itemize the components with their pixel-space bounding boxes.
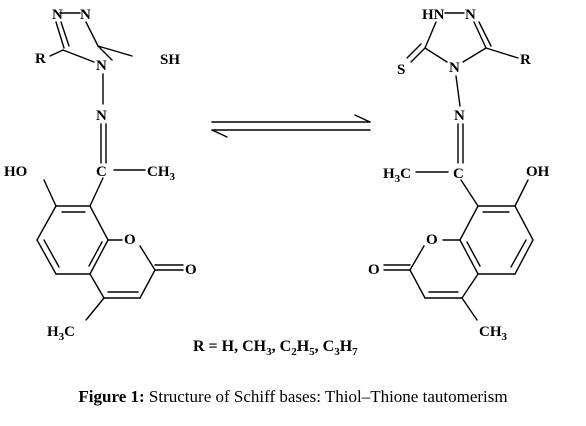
right-methyl-bond (461, 297, 478, 321)
right-atom-imine-n: N (454, 108, 465, 124)
left-methyl-bond (85, 297, 105, 321)
right-pyr-5 (461, 273, 479, 299)
left-benz-inner-3 (88, 241, 103, 267)
right-atom-oh: OH (526, 164, 550, 180)
right-thione-structure (383, 12, 534, 321)
left-atom-h3c: H3C (47, 324, 75, 343)
left-atom-sh: SH (160, 52, 180, 68)
right-atom-o-ring: O (426, 232, 438, 248)
right-atom-r: R (520, 52, 531, 68)
right-oh-bond (514, 179, 529, 207)
right-atom-c: C (453, 166, 464, 182)
right-c5-r-bond (485, 47, 519, 59)
left-c5-r-bond (49, 49, 64, 57)
caption-label: Figure 1: (78, 387, 145, 406)
left-atom-ch3: CH3 (147, 164, 176, 183)
right-c3-s-1 (410, 47, 426, 63)
right-benz-2 (514, 205, 534, 241)
left-atom-n2: N (80, 7, 91, 23)
left-atom-o-ring: O (124, 232, 136, 248)
left-benz-5 (89, 239, 109, 275)
left-ho-bond (43, 179, 57, 207)
right-benz-inner-2 (510, 239, 527, 268)
right-pyr-3 (409, 269, 426, 299)
left-atom-c: C (96, 164, 107, 180)
left-atom-n4: N (96, 58, 107, 74)
r-group-definition: R = H, CH3, C2H5, C3H7 (193, 338, 358, 359)
right-atom-n4: N (449, 60, 460, 76)
right-n-c5-bond (473, 21, 487, 49)
left-atom-imine-n: N (96, 108, 107, 124)
left-c3-n4-bond (97, 45, 113, 61)
left-c3-sh-bond (97, 45, 133, 57)
figure-caption: Figure 1: Structure of Schiff bases: Thi… (0, 387, 586, 407)
right-atom-ch3: CH3 (479, 324, 508, 343)
right-pyr-2 (409, 245, 425, 271)
caption-text: Structure of Schiff bases: Thiol–Thione … (144, 387, 508, 406)
right-atom-o-carbonyl: O (368, 262, 380, 278)
left-atom-o-carbonyl: O (185, 262, 197, 278)
reverse-arrow-head (211, 129, 228, 138)
left-thiol-structure (36, 12, 184, 321)
right-atom-hn: HN (422, 7, 445, 23)
left-benz-6 (89, 205, 109, 241)
forward-arrow-head (354, 114, 371, 123)
left-pyr-2 (139, 245, 156, 271)
right-benz-3 (514, 239, 534, 275)
right-n-c5-double (478, 21, 492, 47)
right-c-ring-bond (460, 179, 479, 207)
right-atom-n2: N (465, 7, 476, 23)
left-benz-inner-1 (43, 239, 60, 268)
right-benz-inner-3 (466, 241, 481, 267)
right-n4-nimine-bond (455, 75, 461, 107)
left-n2-c3-bond (85, 21, 99, 47)
left-pyr-5 (89, 273, 105, 299)
right-benz-5 (459, 239, 479, 275)
left-atom-ho: HO (4, 164, 27, 180)
left-n1-c5-double (60, 21, 70, 47)
left-pyr-3 (139, 269, 156, 299)
left-atom-n1: N (52, 7, 63, 23)
right-c5-n4-bond (462, 47, 487, 63)
left-benz-2 (36, 205, 57, 241)
left-benz-3 (36, 239, 57, 275)
left-atom-r: R (35, 51, 46, 67)
right-atom-h3c: H3C (383, 166, 411, 185)
right-c3-n4-bond (424, 47, 448, 63)
left-n1-c5-bond (55, 21, 65, 49)
right-atom-s: S (397, 62, 405, 78)
left-c-ring-bond (89, 177, 104, 207)
equilibrium-arrows (211, 114, 371, 138)
right-hn-c3-bond (424, 21, 437, 49)
left-c5-n4-bond (62, 49, 95, 63)
right-benz-6 (459, 205, 479, 241)
right-c3-s-2 (406, 43, 422, 59)
